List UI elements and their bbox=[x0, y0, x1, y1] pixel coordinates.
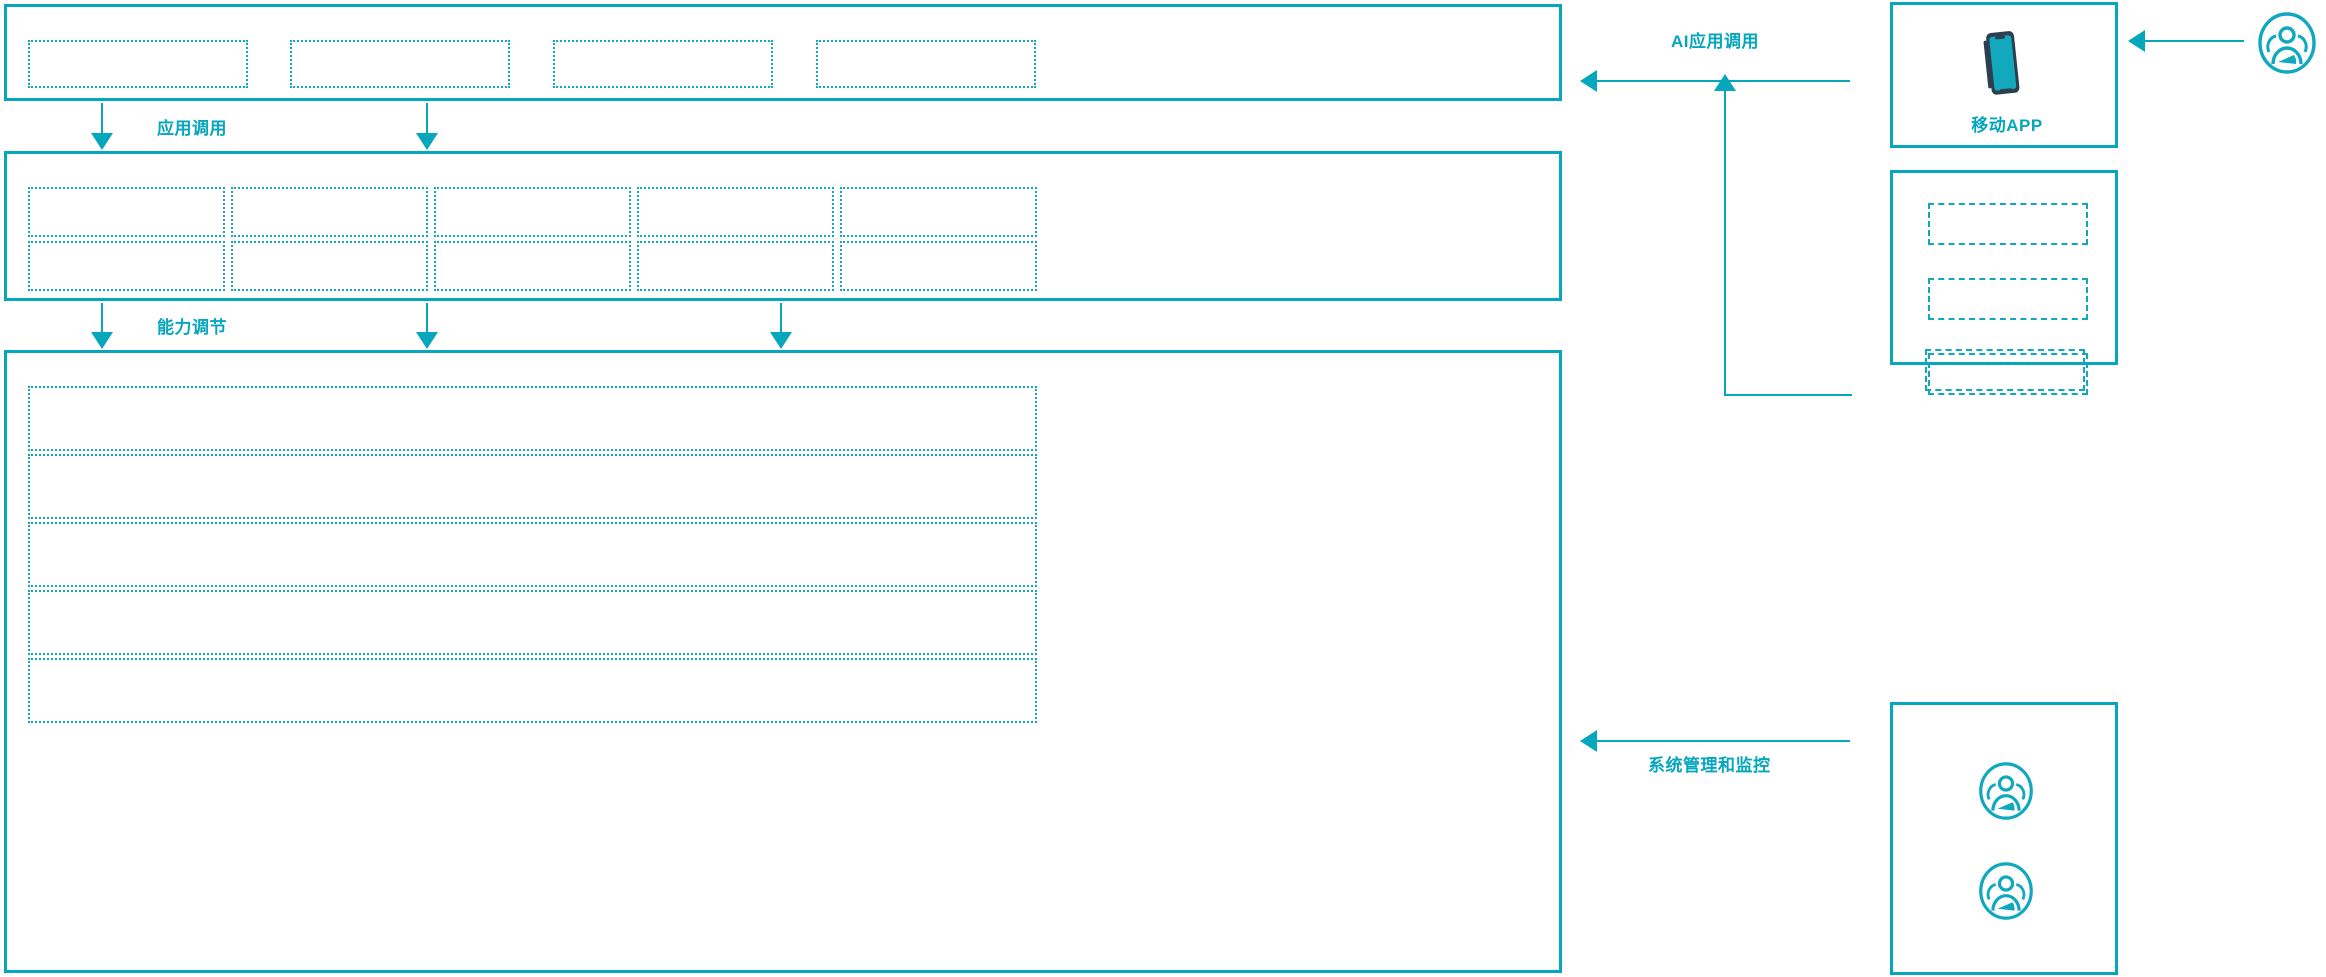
capability-box[interactable] bbox=[840, 241, 1037, 291]
list-panel-item[interactable] bbox=[1928, 278, 2088, 320]
capability-adjust-connector-3 bbox=[780, 303, 782, 335]
capability-adjust-label: 能力调节 bbox=[157, 318, 227, 337]
infrastructure-row[interactable] bbox=[28, 590, 1037, 655]
capability-box[interactable] bbox=[434, 187, 631, 237]
infrastructure-row[interactable] bbox=[28, 658, 1037, 723]
list-panel bbox=[1890, 170, 2118, 395]
application-box[interactable] bbox=[816, 40, 1036, 88]
capability-adjust-arrowhead-1 bbox=[91, 332, 113, 349]
capability-box[interactable] bbox=[434, 241, 631, 291]
capability-layer-panel bbox=[4, 151, 1562, 301]
system-management-label: 系统管理和监控 bbox=[1648, 756, 1771, 775]
external-actor-line bbox=[2144, 40, 2244, 42]
ai-call-riser-horizontal bbox=[1724, 394, 1852, 396]
capability-box[interactable] bbox=[231, 187, 428, 237]
external-actor-arrowhead bbox=[2128, 30, 2145, 52]
capability-adjust-arrowhead-2 bbox=[416, 332, 438, 349]
capability-adjust-connector-1 bbox=[101, 303, 103, 335]
application-box[interactable] bbox=[290, 40, 510, 88]
mobile-phone-icon bbox=[1972, 25, 2032, 105]
application-call-connector-left bbox=[101, 103, 103, 136]
application-box[interactable] bbox=[553, 40, 773, 88]
capability-box[interactable] bbox=[637, 187, 834, 237]
application-call-label: 应用调用 bbox=[157, 119, 227, 138]
application-call-arrowhead-left bbox=[91, 133, 113, 150]
infrastructure-row[interactable] bbox=[28, 386, 1037, 451]
users-group-icon bbox=[2256, 12, 2318, 74]
users-panel bbox=[1890, 702, 2118, 975]
capability-box[interactable] bbox=[28, 241, 225, 291]
capability-adjust-connector-2 bbox=[426, 303, 428, 335]
system-management-line bbox=[1596, 740, 1850, 742]
application-call-connector-right bbox=[426, 103, 428, 136]
capability-adjust-arrowhead-3 bbox=[770, 332, 792, 349]
list-panel-item[interactable] bbox=[1928, 203, 2088, 245]
mobile-app-caption: 移动APP bbox=[1971, 116, 2043, 135]
mobile-app-panel: 移动APP bbox=[1890, 2, 2118, 148]
ai-call-riser-arrowhead bbox=[1714, 74, 1736, 91]
infrastructure-row[interactable] bbox=[28, 522, 1037, 587]
application-call-arrowhead-right bbox=[416, 133, 438, 150]
infrastructure-layer-panel bbox=[4, 350, 1562, 973]
capability-box[interactable] bbox=[28, 187, 225, 237]
ai-application-call-arrowhead bbox=[1580, 70, 1597, 92]
capability-box[interactable] bbox=[231, 241, 428, 291]
system-management-arrowhead bbox=[1580, 730, 1597, 752]
list-panel-item[interactable] bbox=[1928, 353, 2088, 395]
capability-box[interactable] bbox=[637, 241, 834, 291]
list-panel-item-overflow[interactable] bbox=[1925, 349, 2085, 391]
ai-application-call-label: AI应用调用 bbox=[1671, 32, 1759, 51]
application-layer-panel bbox=[4, 4, 1562, 101]
ai-call-riser-vertical bbox=[1724, 91, 1726, 396]
users-group-icon bbox=[1977, 862, 2035, 920]
users-group-icon bbox=[1977, 762, 2035, 820]
infrastructure-row[interactable] bbox=[28, 454, 1037, 519]
capability-box[interactable] bbox=[840, 187, 1037, 237]
application-box[interactable] bbox=[28, 40, 248, 88]
